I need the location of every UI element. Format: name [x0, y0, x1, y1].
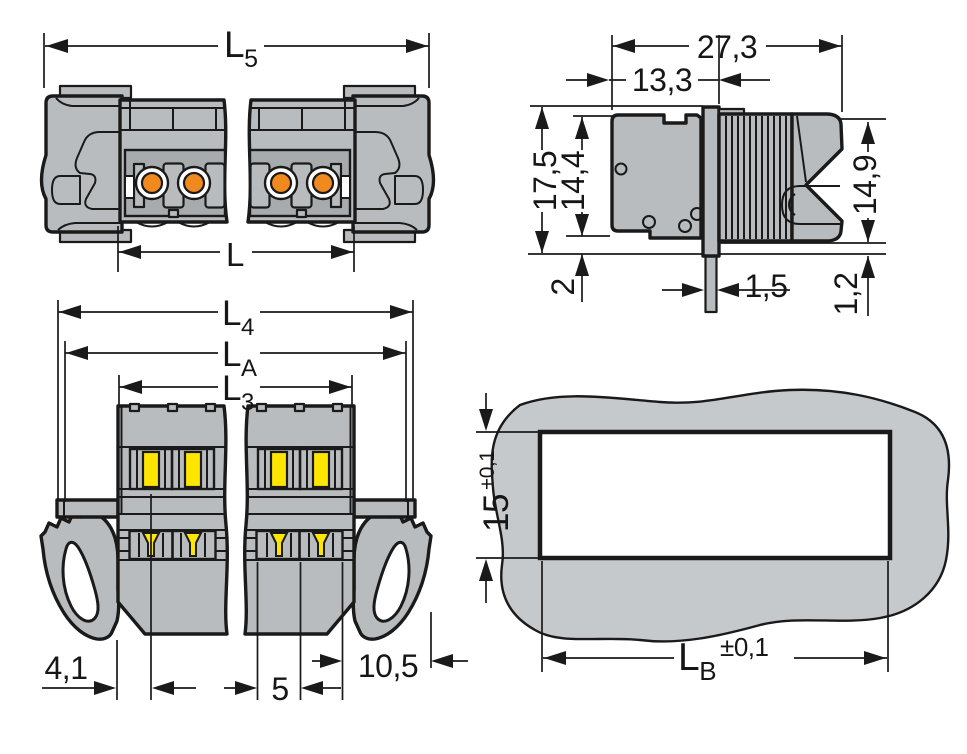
top-view-dimensions: L5 L	[43, 24, 430, 273]
dim-LB-label: LB±0,1	[678, 632, 769, 686]
dim-5-label: 5	[271, 671, 288, 707]
top-view: L5 L	[39, 24, 436, 273]
dim-1-2-label: 1,2	[828, 273, 864, 316]
dim-4-1-label: 4,1	[45, 650, 88, 686]
side-view: 27,3 13,3 17,5 14,4 14,9 2 1,2	[527, 29, 886, 316]
dim-2-label: 2	[545, 278, 581, 295]
dim-14-9-label: 14,9	[847, 155, 883, 215]
dim-17-5-label: 17,5	[527, 151, 563, 211]
dim-27-3-label: 27,3	[697, 29, 757, 65]
dim-LA-label: LA	[222, 335, 257, 382]
dim-13-3-label: 13,3	[632, 62, 692, 98]
dim-L-label: L	[226, 236, 244, 273]
front-view: L4 LA L3 4,1 5 10,5	[39, 294, 468, 707]
dim-L5-label: L5	[224, 24, 257, 73]
dim-10-5-label: 10,5	[358, 648, 418, 684]
dim-L4-label: L4	[222, 294, 254, 341]
dim-1-5-label: 1,5	[745, 268, 788, 304]
front-view-dimensions: L4 LA L3 4,1 5 10,5	[42, 294, 468, 707]
panel-cutout-view: 15+0,1 LB±0,1	[476, 388, 951, 686]
panel-cutout-rect	[537, 429, 893, 561]
dim-15-label: 15+0,1	[476, 451, 516, 532]
dim-L3-label: L3	[222, 369, 254, 416]
cutout-dimensions: 15+0,1 LB±0,1	[476, 393, 889, 686]
dim-14-4-label: 14,4	[555, 151, 591, 211]
side-view-dimensions: 27,3 13,3 17,5 14,4 14,9 2 1,2	[527, 29, 886, 316]
